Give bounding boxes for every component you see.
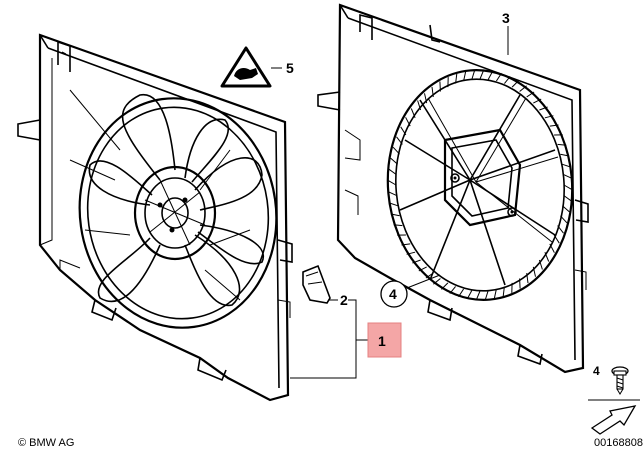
fan-fin <box>544 115 554 119</box>
fan-fin <box>412 259 421 264</box>
callout-1-highlight: 1 <box>367 322 402 358</box>
fan-fin <box>553 234 560 244</box>
callout-5: 5 <box>220 46 294 88</box>
callout-4-small-label: 4 <box>593 364 600 378</box>
fan-fin <box>526 273 529 284</box>
fan-fin <box>557 143 567 146</box>
fan-fin <box>455 73 458 84</box>
fan-fin <box>390 213 400 217</box>
fan-fin <box>400 126 407 136</box>
fan-fin <box>549 243 555 253</box>
fan-fin <box>493 288 497 299</box>
fan-fin <box>439 81 441 92</box>
fan-fin <box>441 282 449 290</box>
fan-fin <box>424 93 428 104</box>
fan-fin <box>418 266 427 272</box>
fan-fin <box>544 252 550 262</box>
direction-arrow-icon <box>590 405 637 435</box>
fan-shroud-assembly <box>17 33 331 402</box>
fan-fin <box>396 136 403 145</box>
fan-fin <box>466 290 473 300</box>
fan-fin <box>502 286 505 297</box>
fan-fin <box>417 100 422 111</box>
shroud-only-assembly <box>317 3 589 374</box>
fan-fin <box>463 71 467 82</box>
callout-4-circle-label: 4 <box>389 286 397 302</box>
fan-fin <box>393 224 403 227</box>
fan-fin <box>431 86 434 97</box>
fan-fin <box>387 179 397 186</box>
fan-fin <box>471 70 476 80</box>
screw-icon <box>611 366 629 395</box>
callout-1-label: 1 <box>378 333 386 349</box>
fan-fin <box>562 205 570 213</box>
callout-3-label: 3 <box>502 10 510 26</box>
fan-fin <box>387 191 397 196</box>
callout-3: 3 <box>502 10 510 55</box>
fan-fin <box>390 157 398 165</box>
fan-fin <box>549 124 559 127</box>
fan-fin <box>495 72 502 82</box>
fan-fin <box>388 168 397 176</box>
fan-fin <box>458 288 465 298</box>
fan-fin <box>484 290 489 300</box>
diagram-number: 00168808 <box>594 437 643 449</box>
fan-fin <box>504 76 511 84</box>
fan-fin <box>487 70 494 80</box>
screw-part-4: 4 <box>588 364 640 435</box>
callout-4-circle: 4 <box>380 274 441 308</box>
fan-fin <box>388 202 398 207</box>
fan-fin <box>519 85 527 92</box>
copyright-text: © BMW AG <box>18 437 74 449</box>
fan-fin <box>405 117 411 127</box>
fan-fin <box>560 153 570 157</box>
fan-fin <box>532 266 536 277</box>
fan-fin <box>563 184 573 191</box>
fan-fin <box>475 290 481 301</box>
fan-fin <box>410 108 416 118</box>
fan-fin <box>479 69 485 80</box>
fan-fin <box>560 215 568 224</box>
fan-fin <box>449 286 456 294</box>
callout-5-label: 5 <box>286 60 294 76</box>
fan-fin <box>539 106 548 111</box>
fan-fin <box>562 163 572 168</box>
fan-warning-triangle-icon <box>220 46 272 88</box>
callout-2-label: 2 <box>340 292 348 308</box>
fan-fin <box>392 146 400 155</box>
fan-fin <box>519 278 521 289</box>
fan-fin <box>563 174 573 179</box>
fan-fin <box>533 98 542 104</box>
fan-fin <box>433 278 441 285</box>
fan-fin <box>563 194 572 202</box>
fan-fin <box>406 251 416 255</box>
fan-fin <box>526 91 535 98</box>
fan-fin <box>511 80 519 88</box>
fan-fin <box>538 259 543 270</box>
fan-fin <box>557 225 564 234</box>
callout-2: 2 <box>328 292 348 308</box>
fan-fin <box>401 243 411 246</box>
callout-1-bracket <box>290 299 368 379</box>
